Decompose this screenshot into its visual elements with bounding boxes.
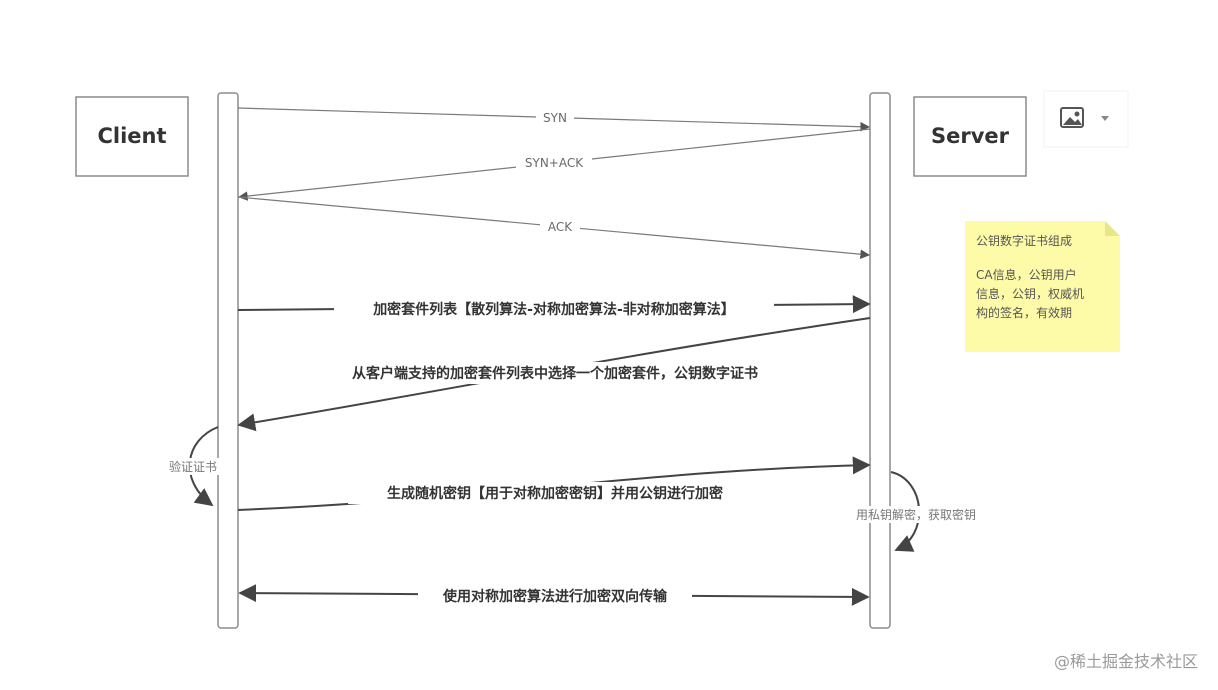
note-title: 公钥数字证书组成 [976, 233, 1072, 248]
message-cipher-list: 加密套件列表【散列算法-对称加密算法-非对称加密算法】 [237, 295, 871, 320]
message-ack: ACK [237, 196, 870, 259]
self-message-decrypt: 用私钥解密，获取密钥 [843, 471, 989, 552]
bidirectional-label: 使用对称加密算法进行加密双向传输 [442, 588, 668, 605]
note-line-3: 构的签名，有效期 [976, 305, 1072, 320]
watermark: @稀土掘金技术社区 [1054, 652, 1198, 671]
message-server-select: 从客户端支持的加密套件列表中选择一个加密套件，公钥数字证书 [237, 317, 871, 432]
image-toolbar[interactable] [1043, 90, 1129, 148]
self-message-verify: 验证证书 [162, 426, 224, 507]
server-select-label: 从客户端支持的加密套件列表中选择一个加密套件，公钥数字证书 [352, 365, 758, 382]
syn-label: SYN [543, 111, 567, 125]
client-lifeline [217, 92, 239, 629]
syn-ack-label: SYN+ACK [525, 156, 584, 170]
client-box: Client [75, 96, 189, 177]
message-syn: SYN [237, 107, 870, 132]
caret-down-icon[interactable] [1101, 116, 1109, 121]
server-box: Server [913, 96, 1027, 177]
server-label: Server [931, 124, 1010, 148]
ack-label: ACK [548, 220, 573, 234]
client-label: Client [97, 124, 166, 148]
decrypt-label: 用私钥解密，获取密钥 [856, 507, 976, 522]
note-line-2: 信息，公钥，权威机 [976, 286, 1084, 301]
note-line-1: CA信息，公钥用户 [976, 267, 1077, 282]
cipher-list-label: 加密套件列表【散列算法-对称加密算法-非对称加密算法】 [372, 301, 735, 318]
client-key-label: 生成随机密钥【用于对称加密密钥】并用公钥进行加密 [387, 485, 723, 502]
certificate-note: 公钥数字证书组成 CA信息，公钥用户 信息，公钥，权威机 构的签名，有效期 [965, 221, 1120, 352]
message-bidirectional: 使用对称加密算法进行加密双向传输 [238, 584, 870, 607]
verify-cert-label: 验证证书 [169, 459, 217, 474]
server-lifeline [869, 92, 891, 629]
message-syn-ack: SYN+ACK [238, 128, 871, 201]
message-client-key: 生成随机密钥【用于对称加密密钥】并用公钥进行加密 [237, 456, 871, 511]
image-icon[interactable] [1060, 107, 1084, 128]
